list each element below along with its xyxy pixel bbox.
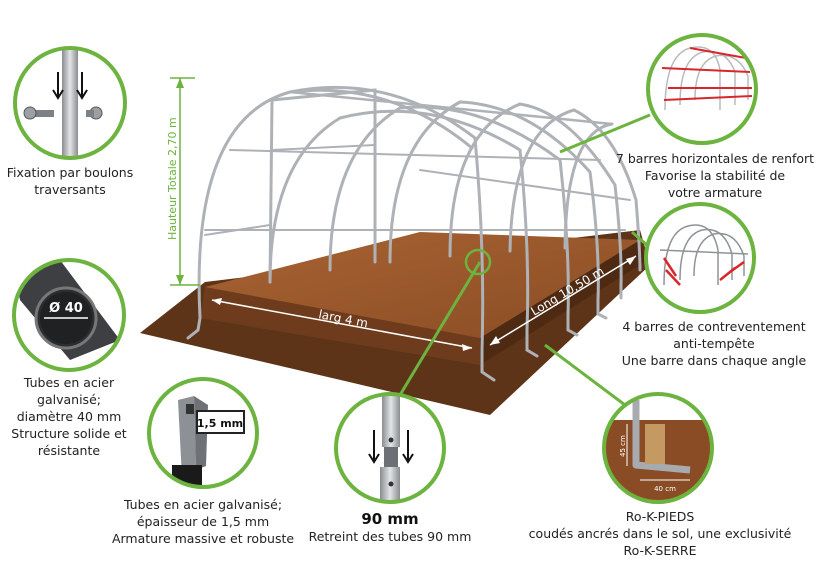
reduction-text: Retreint des tubes 90 mm (308, 529, 472, 544)
caption-reduction: 90 mm Retreint des tubes 90 mm (300, 511, 480, 545)
caption-feet: Ro-K-PIEDS coudés ancrés dans le sol, un… (528, 509, 792, 558)
caption-thickness: Tubes en acier galvanisé; épaisseur de 1… (111, 497, 295, 546)
caption-tube-40: Tubes en acier galvanisé; diamètre 40 mm… (11, 375, 127, 458)
reduction-title: 90 mm (361, 510, 419, 528)
callout-tube-40: Ø 40 (12, 258, 126, 372)
feet-width-dim: 40 cm (654, 485, 676, 493)
diameter-badge: Ø 40 (49, 301, 83, 316)
callout-feet: 45 cm 40 cm (602, 392, 714, 504)
callout-connectors (398, 113, 651, 407)
callout-bolts (13, 46, 127, 160)
callout-thickness: 1,5 mm (147, 377, 259, 489)
callout-bars (646, 33, 758, 145)
caption-bracing: 4 barres de contreventement anti-tempête… (621, 319, 807, 368)
greenhouse-frame (186, 85, 642, 382)
feet-height-dim: 45 cm (619, 435, 627, 457)
caption-bars: 7 barres horizontales de renfort Favoris… (615, 151, 815, 200)
callout-reduction (334, 392, 446, 504)
thickness-badge: 1,5 mm (197, 417, 243, 430)
soil-bed (205, 232, 640, 338)
height-label: Hauteur Totale 2,70 m (166, 117, 179, 240)
zoom-marker (464, 248, 492, 276)
caption-bolts: Fixation par boulons traversants (6, 165, 134, 197)
dimension-height: Hauteur Totale 2,70 m (166, 77, 200, 286)
callout-bracing (644, 202, 756, 314)
